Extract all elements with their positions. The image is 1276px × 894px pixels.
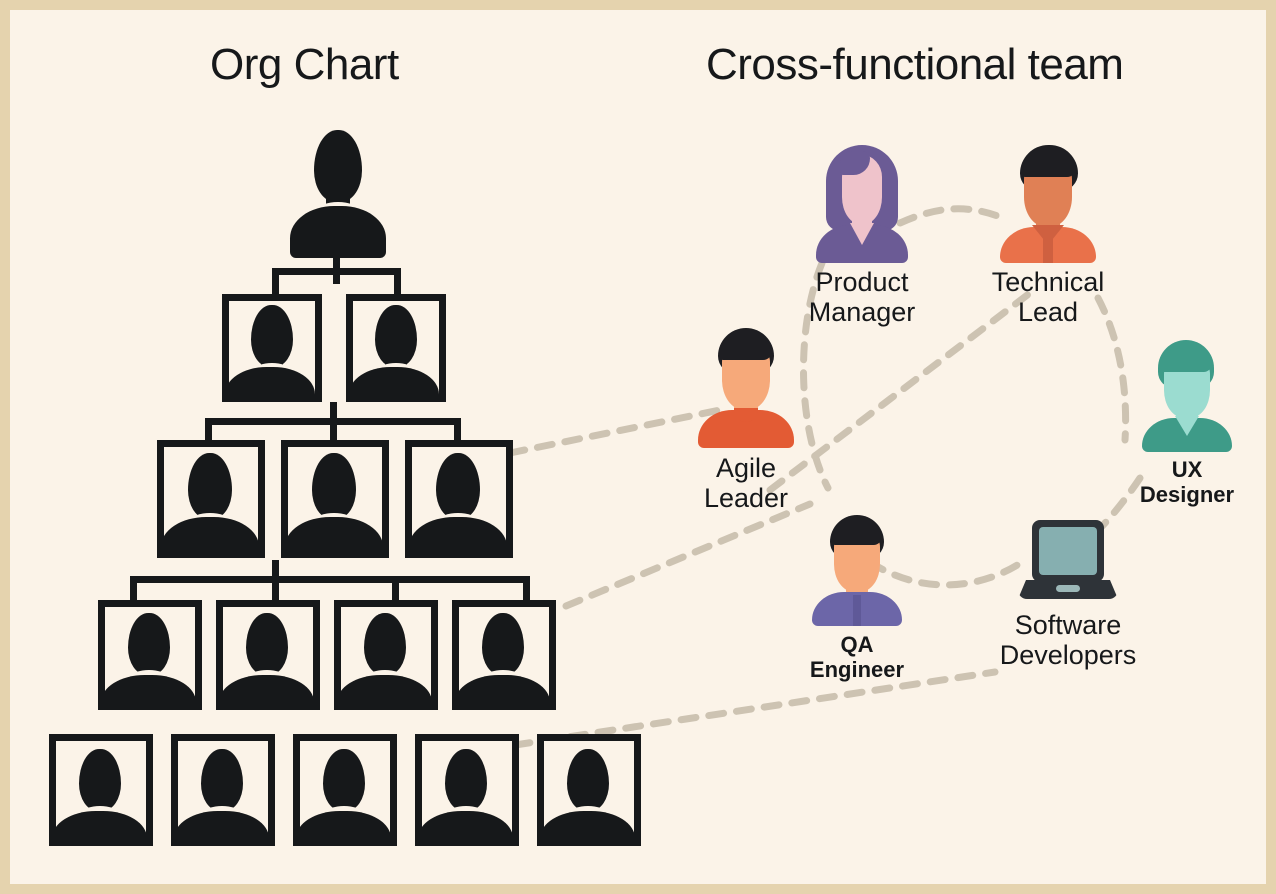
silhouette-body — [288, 517, 382, 551]
silhouette-body — [290, 206, 386, 258]
technical-lead-label: Technical Lead — [991, 267, 1105, 328]
org-connector-l2-drop-2 — [394, 268, 401, 298]
org-connector-l3-stem — [330, 402, 337, 420]
silhouette-body — [178, 811, 268, 839]
qa-engineer-label: QA Engineer — [809, 632, 905, 682]
org-connector-l4-stem — [272, 560, 279, 578]
laptop-trackpad — [1056, 585, 1080, 592]
silhouette-body — [164, 517, 258, 551]
silhouette-body — [412, 517, 506, 551]
silhouette-body — [459, 675, 549, 703]
team-member-technical-lead[interactable]: Technical Lead — [992, 145, 1104, 327]
org-node-level1-1 — [288, 130, 388, 258]
org-connector-l4-bar — [130, 576, 530, 583]
org-connector-l3-drop-1 — [205, 418, 212, 444]
qa-engineer-avatar — [812, 515, 902, 626]
org-row-level5 — [38, 734, 652, 846]
org-row-level2 — [222, 294, 446, 402]
product-manager-label: Product Manager — [808, 267, 916, 328]
org-node-level5-2 — [171, 734, 275, 846]
org-connector-l2-drop-1 — [272, 268, 279, 298]
org-connector-l2-bar — [272, 268, 401, 275]
org-connector-l3-drop-2 — [330, 418, 337, 444]
org-connector-l4-drop-3 — [392, 576, 399, 604]
silhouette-body — [223, 675, 313, 703]
avatar-fringe — [1022, 155, 1076, 177]
org-node-level4-1 — [98, 600, 202, 710]
org-chart-figure — [10, 10, 650, 884]
org-node-level3-1 — [157, 440, 265, 558]
ux-designer-label: UX Designer — [1139, 457, 1235, 507]
silhouette-body — [300, 811, 390, 839]
org-row-level3 — [156, 440, 514, 558]
org-connector-l4-drop-2 — [272, 576, 279, 604]
team-member-agile-leader[interactable]: Agile Leader — [698, 328, 794, 513]
org-node-level4-4 — [452, 600, 556, 710]
org-connector-l4-drop-1 — [130, 576, 137, 604]
org-node-level5-1 — [49, 734, 153, 846]
agile-leader-avatar — [698, 328, 794, 448]
page-title-org-chart: Org Chart — [210, 40, 399, 89]
avatar-fringe — [720, 338, 772, 360]
avatar-shirt-placket — [1043, 237, 1053, 263]
product-manager-avatar — [812, 145, 912, 263]
org-node-level5-3 — [293, 734, 397, 846]
avatar-shirt-placket — [853, 595, 861, 626]
silhouette-body — [353, 367, 439, 395]
org-node-level5-5 — [537, 734, 641, 846]
org-node-level4-2 — [216, 600, 320, 710]
org-node-level3-3 — [405, 440, 513, 558]
diagram-inner-area: Org Chart Cross-functional team — [10, 10, 1266, 884]
agile-leader-label: Agile Leader — [703, 453, 789, 514]
team-member-product-manager[interactable]: Product Manager — [809, 145, 915, 327]
org-node-level4-3 — [334, 600, 438, 710]
page-title-cross-functional-team: Cross-functional team — [706, 40, 1124, 89]
silhouette-body — [105, 675, 195, 703]
org-node-level2-1 — [222, 294, 322, 402]
software-developers-label: Software Developers — [999, 610, 1137, 671]
silhouette-body — [229, 367, 315, 395]
avatar-fringe — [1160, 350, 1212, 372]
silhouette-body — [422, 811, 512, 839]
org-row-level4 — [86, 600, 568, 710]
silhouette-body — [341, 675, 431, 703]
technical-lead-avatar — [998, 145, 1098, 263]
ux-designer-avatar — [1142, 340, 1232, 452]
avatar-fringe — [832, 524, 882, 545]
laptop-icon — [1018, 520, 1118, 604]
org-connector-l4-drop-4 — [523, 576, 530, 604]
team-member-ux-designer[interactable]: UX Designer — [1140, 340, 1234, 507]
avatar-neckline — [734, 408, 758, 422]
silhouette-body — [56, 811, 146, 839]
cross-functional-team-figure: Product Manager Technical Lead — [650, 10, 1266, 884]
org-connector-l3-drop-3 — [454, 418, 461, 444]
org-node-level5-4 — [415, 734, 519, 846]
org-node-level2-2 — [346, 294, 446, 402]
silhouette-body — [544, 811, 634, 839]
laptop-screen — [1039, 527, 1097, 575]
team-member-qa-engineer[interactable]: QA Engineer — [810, 515, 904, 682]
org-node-level3-2 — [281, 440, 389, 558]
